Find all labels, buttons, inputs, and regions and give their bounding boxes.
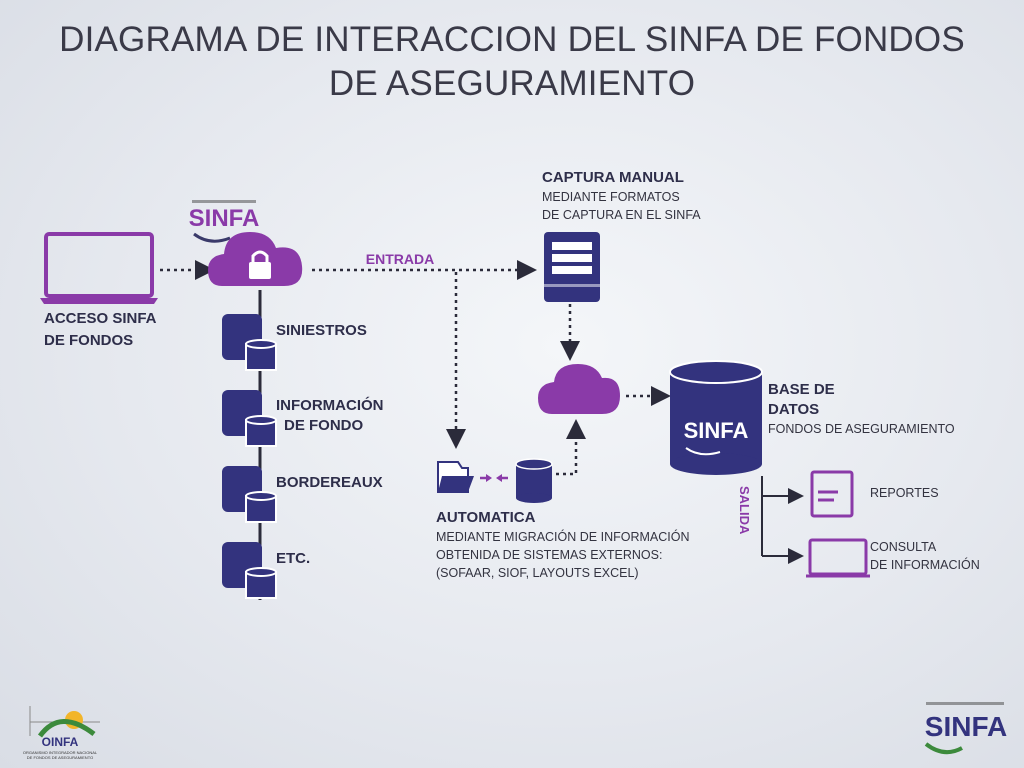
external-db-icon: [515, 458, 553, 503]
access-line-2: DE FONDOS: [44, 332, 134, 349]
automatica-label: AUTOMATICA MEDIANTE MIGRACIÓN DE INFORMA…: [436, 508, 689, 582]
base-line-1: BASE DE: [768, 381, 835, 398]
page-title: DIAGRAMA DE INTERACCION DEL SINFA DE FON…: [0, 18, 1024, 106]
salida-label: SALIDA: [737, 486, 752, 535]
capture-form-icon: [544, 232, 600, 302]
sinfa-logo-small-text: SINFA: [189, 205, 260, 232]
stack-item-informacion-line1: INFORMACIÓN: [276, 397, 384, 414]
oinfa-subtitle-1: ORGANISMO INTEGRADOR NACIONAL: [23, 750, 98, 755]
database-sinfa-text: SINFA: [684, 418, 749, 443]
entrada-label: ENTRADA: [366, 251, 434, 267]
base-datos-label: BASE DE DATOS FONDOS DE ASEGURAMIENTO: [768, 380, 955, 438]
stack-item-etc: ETC.: [276, 550, 311, 567]
captura-label: CAPTURA MANUAL MEDIANTE FORMATOS DE CAPT…: [542, 168, 701, 224]
database-icon: SINFA: [669, 360, 763, 475]
stack-item-informacion-line2: DE FONDO: [284, 417, 364, 434]
automatica-line-3: (SOFAAR, SIOF, LAYOUTS EXCEL): [436, 566, 639, 580]
consulta-line-1: CONSULTA: [870, 540, 937, 554]
consulta-label: CONSULTA DE INFORMACIÓN: [870, 538, 980, 574]
sinfa-logo-footer: SINFA: [925, 702, 1007, 755]
arrow-auto-to-cloud: [556, 419, 586, 476]
title-line-2: DE ASEGURAMIENTO: [328, 64, 696, 103]
captura-title: CAPTURA MANUAL: [542, 169, 684, 186]
sinfa-logo-small: SINFA: [189, 200, 260, 243]
sinfa-footer-text: SINFA: [925, 711, 1007, 742]
access-label: ACCESO SINFA DE FONDOS: [44, 308, 157, 352]
stack-item-informacion: INFORMACIÓN DE FONDO: [276, 396, 384, 436]
base-line-3: FONDOS DE ASEGURAMIENTO: [768, 422, 955, 436]
consulta-line-2: DE INFORMACIÓN: [870, 558, 980, 572]
oinfa-logo: OINFA ORGANISMO INTEGRADOR NACIONAL DE F…: [23, 706, 100, 760]
access-line-1: ACCESO SINFA: [44, 310, 157, 327]
cloud-icon: [538, 364, 620, 414]
folder-icon: [437, 461, 474, 493]
monitor-icon: [806, 538, 870, 578]
laptop-icon: [40, 232, 158, 304]
captura-line-1: MEDIANTE FORMATOS: [542, 190, 680, 204]
stack-db-bordereaux: [222, 466, 277, 523]
oinfa-logo-text: OINFA: [42, 735, 79, 749]
migration-icon: [480, 474, 508, 482]
stack-item-bordereaux: BORDEREAUX: [276, 474, 383, 491]
stack-db-etc: [222, 542, 277, 599]
reportes-label: REPORTES: [870, 486, 939, 500]
automatica-title: AUTOMATICA: [436, 509, 536, 526]
captura-line-2: DE CAPTURA EN EL SINFA: [542, 208, 701, 222]
base-line-2: DATOS: [768, 401, 820, 418]
oinfa-subtitle-2: DE FONDOS DE ASEGURAMIENTO: [27, 755, 93, 760]
stack-db-siniestros: [222, 314, 277, 371]
cloud-lock-icon: [208, 232, 303, 286]
stack-item-siniestros: SINIESTROS: [276, 322, 367, 339]
report-icon: [810, 470, 854, 518]
automatica-line-2: OBTENIDA DE SISTEMAS EXTERNOS:: [436, 548, 663, 562]
title-line-1: DIAGRAMA DE INTERACCION DEL SINFA DE FON…: [59, 20, 965, 59]
stack-db-informacion: [222, 390, 277, 447]
automatica-line-1: MEDIANTE MIGRACIÓN DE INFORMACIÓN: [436, 530, 690, 544]
